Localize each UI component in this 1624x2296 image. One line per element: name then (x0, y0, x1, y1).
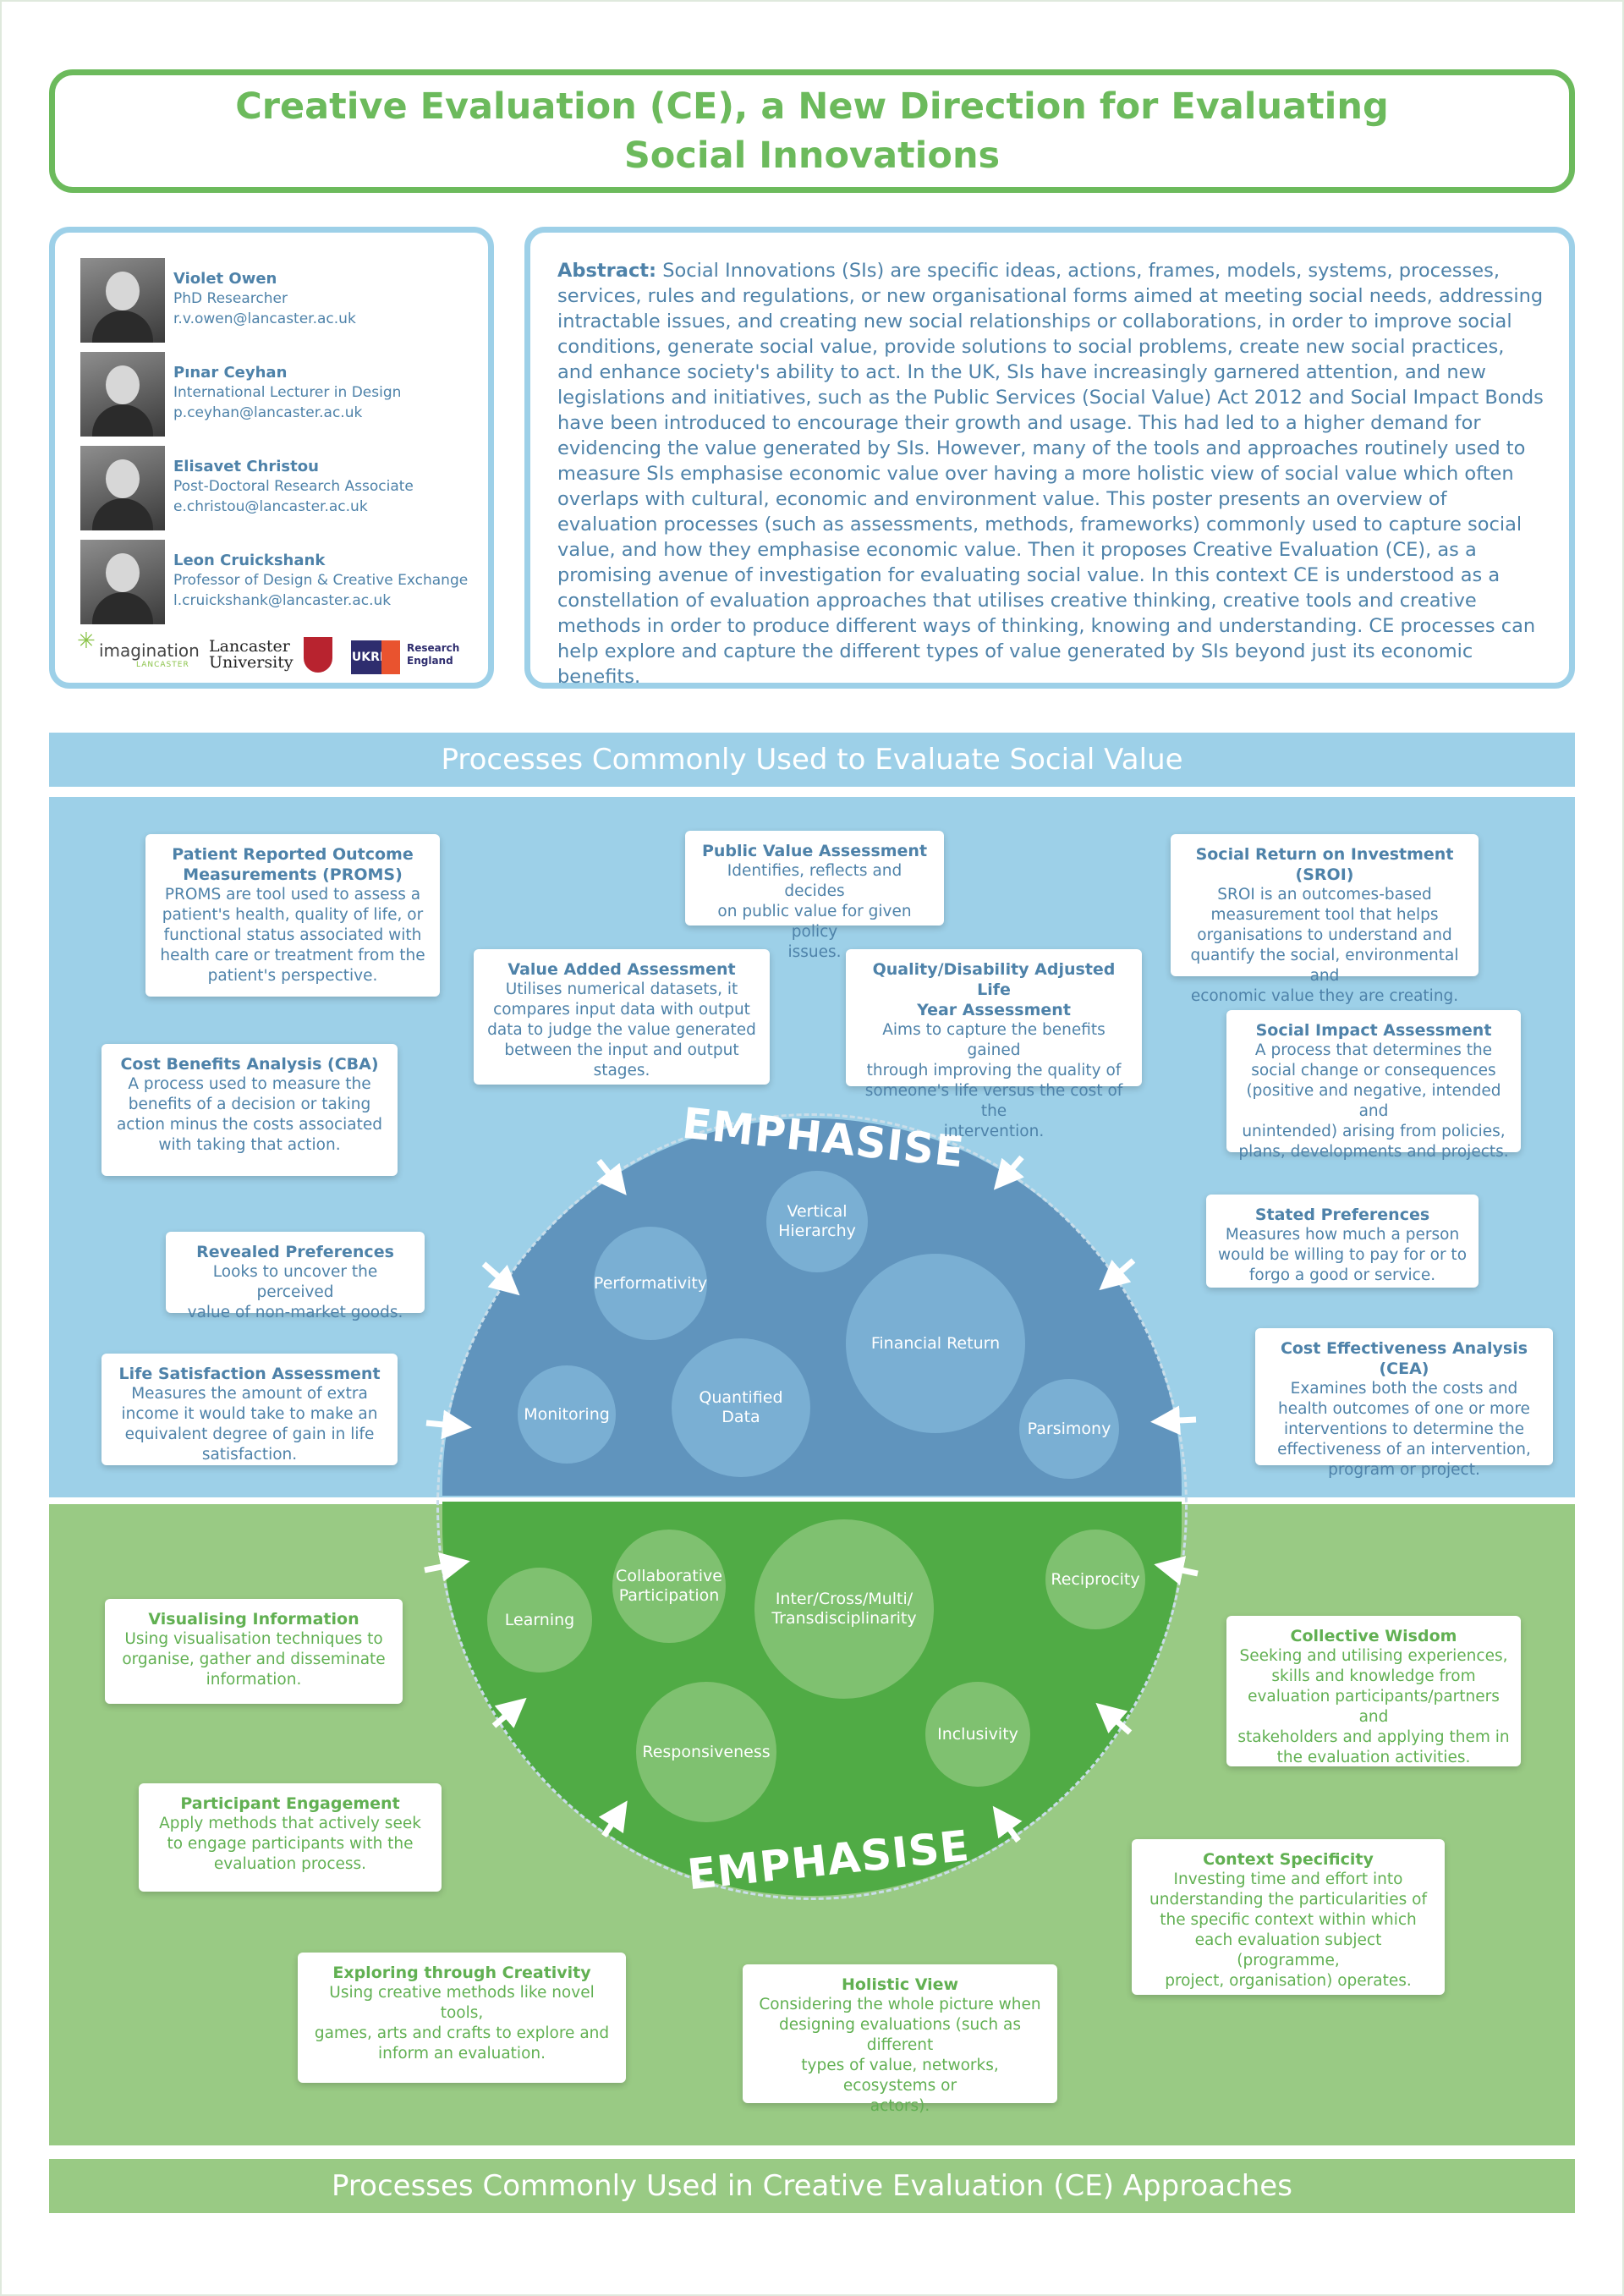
circle-performativity: Performativity (594, 1227, 707, 1340)
box-cost-benefits-analysis: Cost Benefits Analysis (CBA) A process u… (102, 1044, 398, 1176)
author-name: Leon Cruickshank (173, 552, 326, 569)
circle-vertical-hierarchy: Vertical Hierarchy (766, 1171, 868, 1272)
box-qaly-assessment: Quality/Disability Adjusted Life Year As… (846, 949, 1142, 1140)
circle-financial-return: Financial Return (846, 1254, 1025, 1433)
author-name: Elisavet Christou (173, 458, 319, 475)
author-role: Post-Doctoral Research Associate (173, 478, 414, 495)
partner-logos: ✳ imagination LANCASTER Lancaster Univer… (77, 629, 486, 681)
author-name: Pınar Ceyhan (173, 364, 288, 382)
box-public-value-assessment: Public Value Assessment Identifies, refl… (685, 831, 944, 961)
author-email[interactable]: e.christou@lancaster.ac.uk (173, 498, 368, 515)
author-role: PhD Researcher (173, 290, 288, 307)
circle-reciprocity: Reciprocity (1045, 1530, 1145, 1629)
imagination-logo: ✳ imagination LANCASTER (77, 629, 200, 669)
title-box: Creative Evaluation (CE), a New Directio… (49, 69, 1575, 193)
box-proms: Patient Reported Outcome Measurements (P… (145, 834, 440, 997)
box-holistic-view: Holistic View Considering the whole pict… (743, 1964, 1057, 2115)
poster-title: Creative Evaluation (CE), a New Directio… (235, 85, 1389, 177)
box-cost-effectiveness-analysis: Cost Effectiveness Analysis (CEA) Examin… (1255, 1328, 1553, 1479)
author-email[interactable]: l.cruickshank@lancaster.ac.uk (173, 592, 392, 609)
abstract-body: Social Innovations (SIs) are specific id… (557, 260, 1544, 688)
circle-inclusivity: Inclusivity (925, 1682, 1030, 1787)
box-life-satisfaction-assessment: Life Satisfaction Assessment Measures th… (102, 1354, 398, 1465)
author-card: Pınar Ceyhan International Lecturer in D… (80, 352, 486, 437)
author-role: International Lecturer in Design (173, 384, 402, 401)
social-value-header: Processes Commonly Used to Evaluate Soci… (49, 733, 1575, 787)
dashed-orbit (436, 1113, 1188, 1900)
circle-responsiveness: Responsiveness (636, 1682, 776, 1822)
ukri-logo: UKRI (351, 640, 385, 674)
author-card: Elisavet Christou Post-Doctoral Research… (80, 446, 486, 530)
ce-header: Processes Commonly Used in Creative Eval… (49, 2159, 1575, 2213)
author-photo (80, 446, 165, 530)
author-email[interactable]: p.ceyhan@lancaster.ac.uk (173, 404, 363, 421)
box-participant-engagement: Participant Engagement Apply methods tha… (139, 1783, 442, 1892)
abstract-label: Abstract: (557, 260, 657, 282)
starburst-icon: ✳ (77, 629, 96, 654)
author-email[interactable]: r.v.owen@lancaster.ac.uk (173, 310, 356, 327)
abstract-text: Abstract: Social Innovations (SIs) are s… (557, 258, 1545, 689)
author-card: Leon Cruickshank Professor of Design & C… (80, 540, 486, 624)
author-photo (80, 352, 165, 437)
circle-collaborative-participation: Collaborative Participation (612, 1530, 726, 1643)
box-value-added-assessment: Value Added Assessment Utilises numerica… (474, 949, 770, 1085)
lancaster-university-logo: Lancaster University (209, 637, 294, 672)
author-photo (80, 258, 165, 343)
circle-parsimony: Parsimony (1019, 1379, 1119, 1479)
circle-monitoring: Monitoring (518, 1365, 616, 1464)
author-card: Violet Owen PhD Researcher r.v.owen@lanc… (80, 258, 486, 343)
circle-learning: Learning (487, 1568, 592, 1673)
author-role: Professor of Design & Creative Exchange (173, 572, 469, 589)
ukri-logo-accent (381, 640, 400, 674)
research-england-logo: Research England (407, 642, 460, 667)
box-collective-wisdom: Collective Wisdom Seeking and utilising … (1226, 1616, 1521, 1766)
author-photo (80, 540, 165, 624)
crest-icon (304, 637, 332, 673)
abstract-panel: Abstract: Social Innovations (SIs) are s… (524, 227, 1575, 689)
box-exploring-through-creativity: Exploring through Creativity Using creat… (298, 1953, 626, 2083)
box-visualising-information: Visualising Information Using visualisat… (105, 1599, 403, 1704)
author-name: Violet Owen (173, 270, 277, 288)
box-stated-preferences: Stated Preferences Measures how much a p… (1206, 1195, 1479, 1288)
circle-quantified-data: Quantified Data (672, 1338, 810, 1477)
box-sroi: Social Return on Investment (SROI) SROI … (1171, 834, 1479, 1005)
box-context-specificity: Context Specificity Investing time and e… (1132, 1839, 1445, 1995)
box-revealed-preferences: Revealed Preferences Looks to uncover th… (166, 1232, 425, 1321)
box-social-impact-assessment: Social Impact Assessment A process that … (1226, 1010, 1521, 1161)
authors-panel: Violet Owen PhD Researcher r.v.owen@lanc… (49, 227, 494, 689)
circle-interdisciplinarity: Inter/Cross/Multi/ Transdisciplinarity (754, 1519, 934, 1699)
